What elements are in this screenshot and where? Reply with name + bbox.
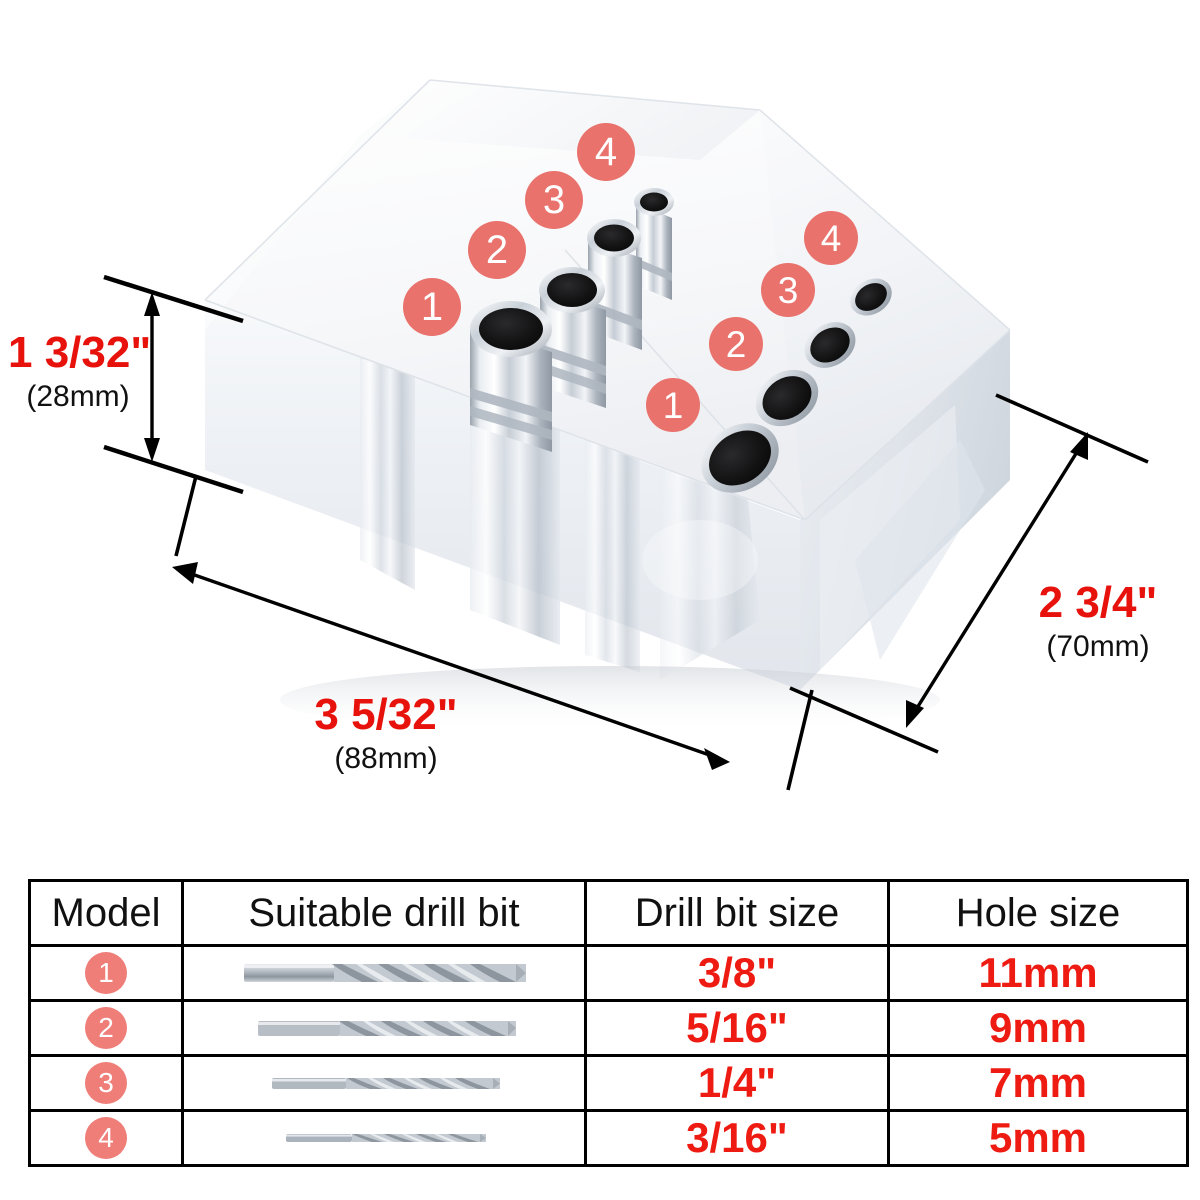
callout-badge-angled-4: 4 [577, 123, 635, 181]
cell-hole-size: 11mm [887, 944, 1189, 1002]
hole-4 [850, 278, 892, 316]
callout-badge-top-2: 2 [709, 317, 763, 371]
callout-badge-top-4: 4 [804, 211, 858, 265]
bit-size-value: 3/16" [686, 1114, 788, 1161]
cell-bit-size: 3/16" [584, 1109, 890, 1167]
callout-badge-angled-1: 1 [403, 278, 461, 336]
depth-metric: (70mm) [1046, 630, 1150, 663]
cell-model: 1 [28, 944, 184, 1002]
width-dimension-label: 3 5/32" (88mm) [246, 690, 526, 776]
hole-3 [804, 322, 856, 368]
callout-badge-angled-3: 3 [525, 171, 583, 229]
drill-bit-icon [286, 1134, 486, 1142]
table-header-row: Model Suitable drill bit Drill bit size … [28, 879, 1189, 947]
cell-hole-size: 5mm [887, 1109, 1189, 1167]
header-drill-bit: Suitable drill bit [181, 879, 587, 947]
row-badge-4: 4 [85, 1117, 127, 1159]
cell-bit-size: 1/4" [584, 1054, 890, 1112]
height-imperial: 1 3/32" [8, 328, 152, 377]
depth-dimension-label: 2 3/4" (70mm) [1000, 578, 1196, 664]
table-row: 4 [28, 1109, 1189, 1167]
spec-table: Model Suitable drill bit Drill bit size … [28, 879, 1189, 1167]
bushing-1 [470, 301, 552, 452]
table-row: 3 [28, 1054, 1189, 1112]
header-model: Model [28, 879, 184, 947]
hole-group-top [701, 278, 892, 493]
hole-size-value: 9mm [988, 1004, 1088, 1051]
cell-model: 3 [28, 1054, 184, 1112]
hole-1 [701, 423, 779, 493]
drill-bit-icon [244, 964, 526, 982]
depth-imperial: 2 3/4" [1038, 578, 1158, 627]
height-metric: (28mm) [26, 380, 130, 413]
hole-2 [755, 369, 819, 427]
cell-drill-bit [181, 1109, 587, 1167]
hole-size-value: 5mm [988, 1114, 1088, 1161]
cell-model: 2 [28, 999, 184, 1057]
bushing-4 [634, 188, 674, 300]
header-hole-size: Hole size [887, 879, 1189, 947]
cell-drill-bit [181, 1054, 587, 1112]
row-badge-2: 2 [85, 1007, 127, 1049]
product-photo: 1 2 3 4 1 2 3 4 1 3/32" (28mm) 3 5/32" (… [8, 79, 1196, 791]
callout-badge-angled-2: 2 [468, 221, 526, 279]
cell-drill-bit [181, 944, 587, 1002]
header-bit-size: Drill bit size [584, 879, 890, 947]
depth-dimension [789, 393, 1149, 754]
row-badge-3: 3 [85, 1062, 127, 1104]
cell-bit-size: 3/8" [584, 944, 890, 1002]
bushing-group-angled [470, 188, 674, 452]
callout-badge-top-3: 3 [761, 263, 815, 317]
height-dimension-label: 1 3/32" (28mm) [8, 328, 152, 414]
bit-size-value: 1/4" [697, 1059, 777, 1106]
width-metric: (88mm) [334, 742, 438, 775]
cell-bit-size: 5/16" [584, 999, 890, 1057]
table-row: 1 [28, 944, 1189, 1002]
hole-size-value: 11mm [978, 949, 1098, 996]
bushing-2 [539, 267, 606, 408]
row-badge-1: 1 [85, 952, 127, 994]
callout-badge-top-1: 1 [646, 378, 700, 432]
bit-size-value: 3/8" [697, 949, 777, 996]
cell-drill-bit [181, 999, 587, 1057]
cell-hole-size: 7mm [887, 1054, 1189, 1112]
table-row: 2 [28, 999, 1189, 1057]
cell-hole-size: 9mm [887, 999, 1189, 1057]
drill-bit-icon [258, 1021, 516, 1036]
width-dimension [172, 475, 814, 791]
height-dimension [103, 274, 244, 495]
cell-model: 4 [28, 1109, 184, 1167]
dimension-lines [103, 274, 1149, 791]
hole-size-value: 7mm [988, 1059, 1088, 1106]
bit-size-value: 5/16" [686, 1004, 788, 1051]
width-imperial: 3 5/32" [314, 690, 458, 739]
drill-bit-icon [272, 1078, 500, 1089]
